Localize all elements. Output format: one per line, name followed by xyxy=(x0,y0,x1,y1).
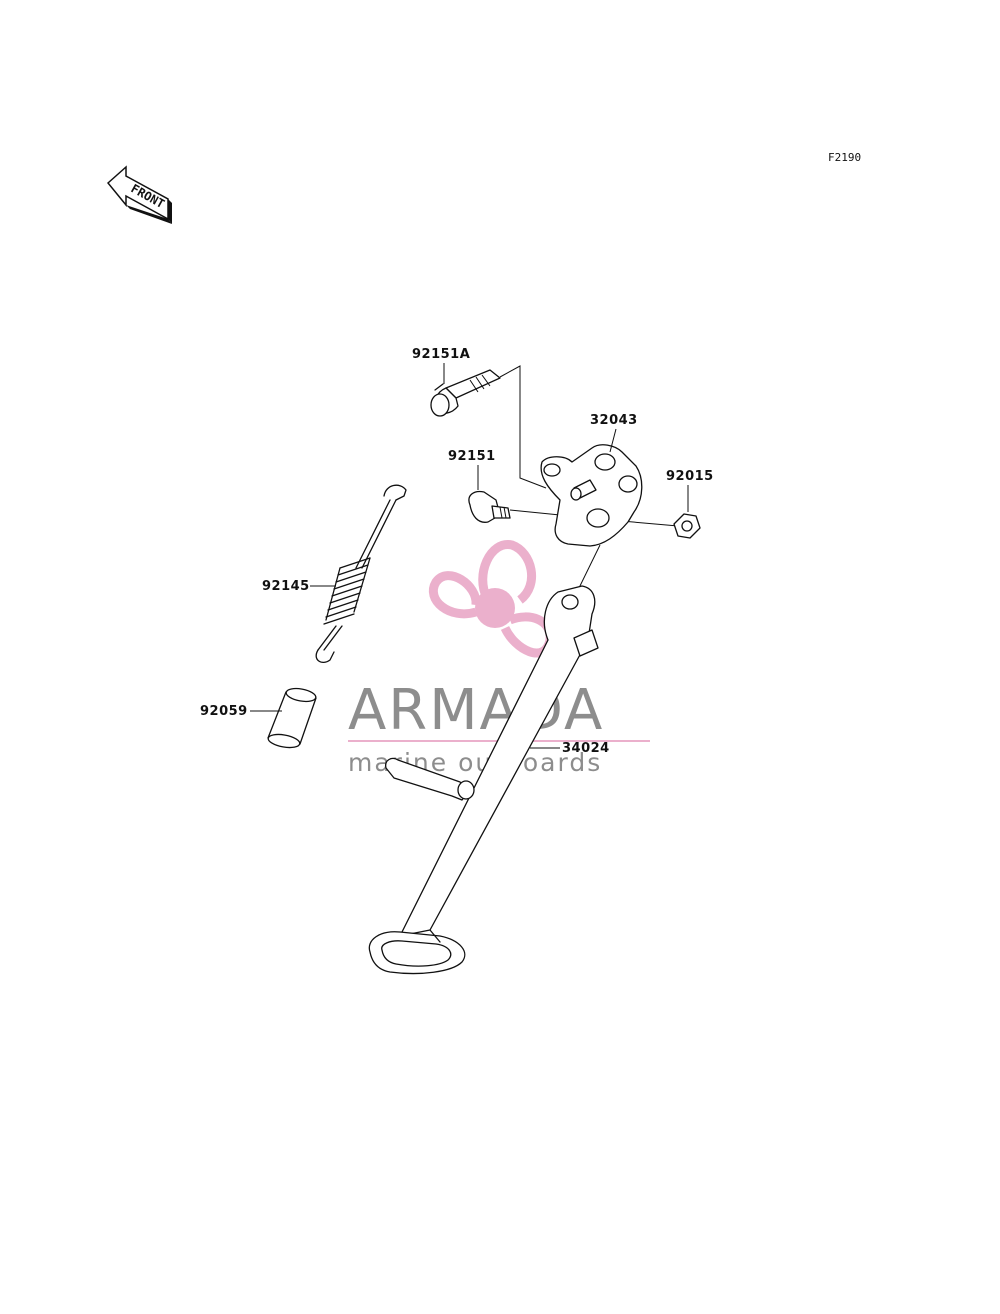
watermark-title: ARMADA xyxy=(348,678,604,743)
part-labels: 92151A 32043 92151 92015 92145 92059 340… xyxy=(200,347,714,756)
label-32043: 32043 xyxy=(590,413,638,428)
propeller-icon xyxy=(429,540,555,658)
spring-icon xyxy=(315,484,407,664)
front-arrow-icon: FRONT xyxy=(106,165,172,224)
label-92015: 92015 xyxy=(666,469,714,484)
label-92151a: 92151A xyxy=(412,347,470,362)
label-92145: 92145 xyxy=(262,579,310,594)
figure-code: F2190 xyxy=(828,151,861,164)
side-stand-icon xyxy=(368,585,599,975)
flange-bolt-icon xyxy=(430,369,501,417)
watermark-logo: ARMADA marine outboards xyxy=(348,540,650,777)
hex-nut-icon xyxy=(673,513,701,539)
label-92151: 92151 xyxy=(448,449,496,464)
label-34024: 34024 xyxy=(562,741,610,756)
pivot-bolt-icon xyxy=(468,490,511,523)
label-92059: 92059 xyxy=(200,704,248,719)
collar-icon xyxy=(267,687,317,749)
bracket-icon xyxy=(540,444,643,547)
